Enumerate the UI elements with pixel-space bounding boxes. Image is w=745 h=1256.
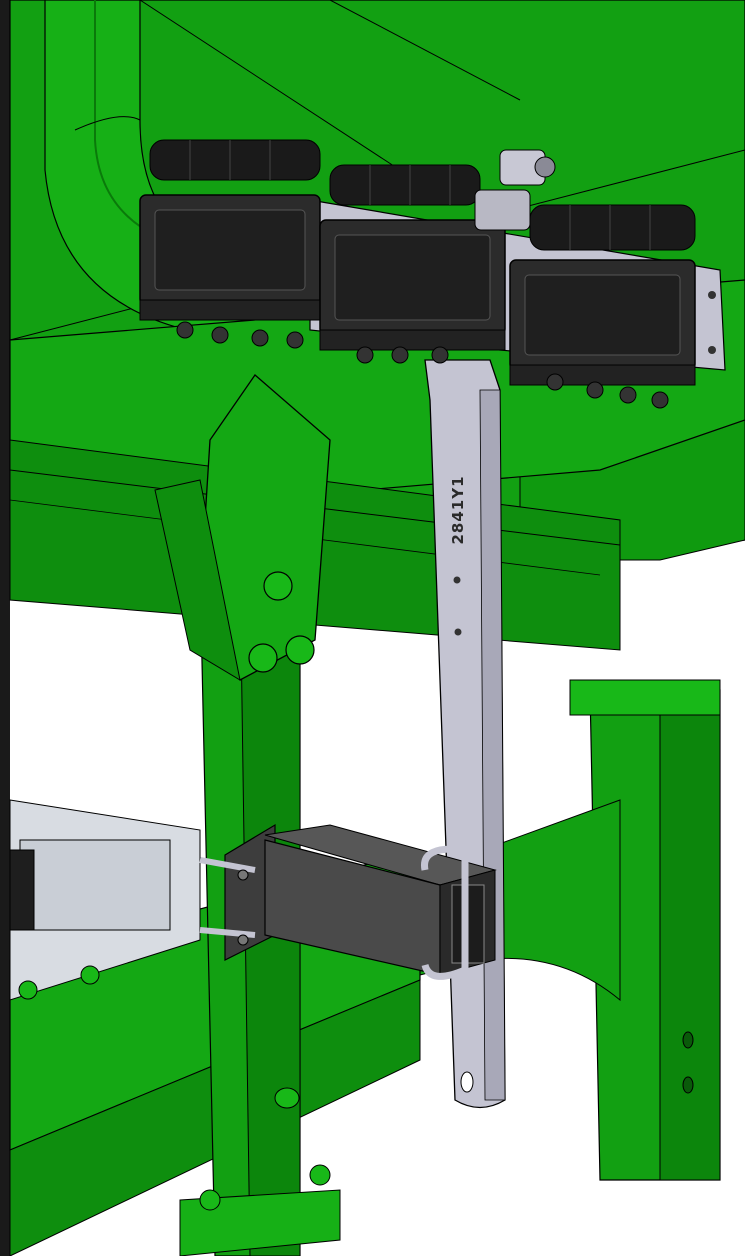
bolt [18, 980, 38, 1000]
part-number-label: 2841Y1 [449, 475, 467, 544]
pipe-seam [74, 116, 141, 131]
hydraulic-hose [9, 849, 35, 931]
leg-hole [682, 1076, 694, 1094]
junction-box-center [319, 219, 506, 351]
right-leg-cap [569, 679, 721, 716]
u-bolt [199, 857, 256, 938]
panel-edge [329, 0, 521, 101]
hinge-bolt [248, 643, 278, 673]
bracket-slot [460, 1071, 474, 1093]
clamp-nut [309, 1164, 331, 1186]
u-bolt-loop [421, 845, 469, 980]
hinge-plate-back [154, 479, 241, 682]
post-base-clamp [179, 1189, 341, 1256]
bracket-hole [708, 346, 716, 354]
valve-fitting [474, 149, 556, 231]
bolt [80, 965, 100, 985]
hinge-bolt [263, 571, 293, 601]
bracket-hole [453, 576, 461, 584]
connector-strip-left [149, 139, 321, 181]
left-edge-strip [0, 0, 10, 1256]
right-leg-side [659, 714, 721, 1181]
clamp-nut [237, 934, 249, 946]
bracket-hole [454, 628, 462, 636]
bracket-hole [708, 291, 716, 299]
connector-strip-center [329, 164, 481, 206]
clamp-nut [199, 1189, 221, 1211]
leg-hole [682, 1031, 694, 1049]
panel-edge [139, 0, 401, 171]
clamp-nut [237, 869, 249, 881]
hinge-bolt [285, 635, 315, 665]
cable-glands [176, 321, 669, 409]
junction-box-right [509, 259, 696, 386]
connector-strip-right [529, 204, 696, 251]
gearbox-housing [19, 839, 171, 931]
junction-box-left [139, 194, 321, 321]
post-bolt [274, 1087, 300, 1109]
